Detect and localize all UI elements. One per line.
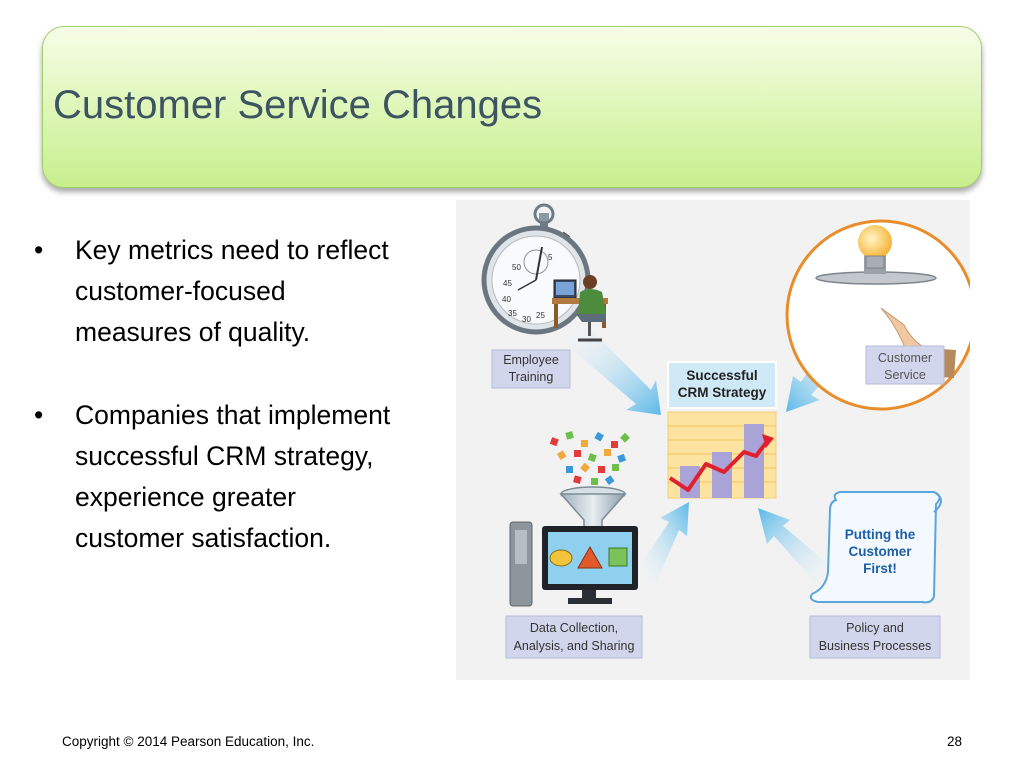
label-line: Training bbox=[509, 370, 554, 384]
bullet-dot-icon: • bbox=[34, 400, 44, 430]
stopwatch-number: 40 bbox=[502, 295, 511, 304]
label-line: Data Collection, bbox=[530, 621, 618, 635]
confetti-data-icon bbox=[549, 431, 630, 485]
crm-strategy-diagram: 50 45 40 35 30 25 5 Employee Training Cu… bbox=[456, 200, 970, 680]
data-collection-label: Data Collection, Analysis, and Sharing bbox=[505, 615, 643, 659]
bullet-text: Key metrics need to reflect customer-foc… bbox=[75, 235, 389, 347]
arrow-data-to-crm bbox=[636, 502, 689, 590]
bullet-text: Companies that implement successful CRM … bbox=[75, 400, 391, 553]
copyright-footer: Copyright © 2014 Pearson Education, Inc. bbox=[62, 734, 315, 749]
label-line: Employee bbox=[503, 353, 559, 367]
stopwatch-number: 45 bbox=[503, 279, 512, 288]
computer-icon bbox=[509, 521, 638, 607]
arrow-policy-to-crm bbox=[758, 508, 838, 588]
scroll-text: Putting the bbox=[845, 527, 916, 542]
stopwatch-number: 30 bbox=[522, 315, 531, 324]
label-line: Policy and bbox=[846, 621, 904, 635]
label-line: Analysis, and Sharing bbox=[514, 639, 635, 653]
stopwatch-number: 5 bbox=[548, 253, 553, 262]
arrow-employee-to-crm bbox=[561, 320, 661, 415]
slide-title: Customer Service Changes bbox=[53, 83, 543, 127]
stopwatch-number: 50 bbox=[512, 263, 521, 272]
label-line: CRM Strategy bbox=[678, 385, 767, 400]
policy-scroll-icon: Putting the Customer First! bbox=[809, 491, 942, 604]
scroll-text: Customer bbox=[848, 544, 912, 559]
policy-label: Policy and Business Processes bbox=[809, 615, 941, 659]
stopwatch-number: 25 bbox=[536, 311, 545, 320]
scroll-text: First! bbox=[863, 561, 897, 576]
bullet-dot-icon: • bbox=[34, 235, 44, 265]
bullet-item: • Companies that implement successful CR… bbox=[34, 395, 394, 559]
label-line: Customer bbox=[878, 351, 932, 365]
label-line: Service bbox=[884, 368, 926, 382]
stopwatch-icon: 50 45 40 35 30 25 5 bbox=[481, 203, 591, 335]
page-number: 28 bbox=[946, 734, 962, 749]
crm-strategy-box: Successful CRM Strategy bbox=[667, 361, 777, 409]
label-line: Business Processes bbox=[819, 639, 932, 653]
crm-growth-chart-icon bbox=[667, 411, 777, 499]
office-worker-icon bbox=[552, 275, 608, 342]
bullet-item: • Key metrics need to reflect customer-f… bbox=[34, 230, 394, 353]
title-banner: Customer Service Changes bbox=[42, 26, 982, 188]
funnel-icon bbox=[559, 486, 627, 533]
label-line: Successful bbox=[686, 368, 757, 383]
stopwatch-number: 35 bbox=[508, 309, 517, 318]
bullet-list: • Key metrics need to reflect customer-f… bbox=[34, 230, 394, 601]
employee-training-label: Employee Training bbox=[491, 349, 571, 389]
customer-service-label: Customer Service bbox=[865, 345, 945, 385]
